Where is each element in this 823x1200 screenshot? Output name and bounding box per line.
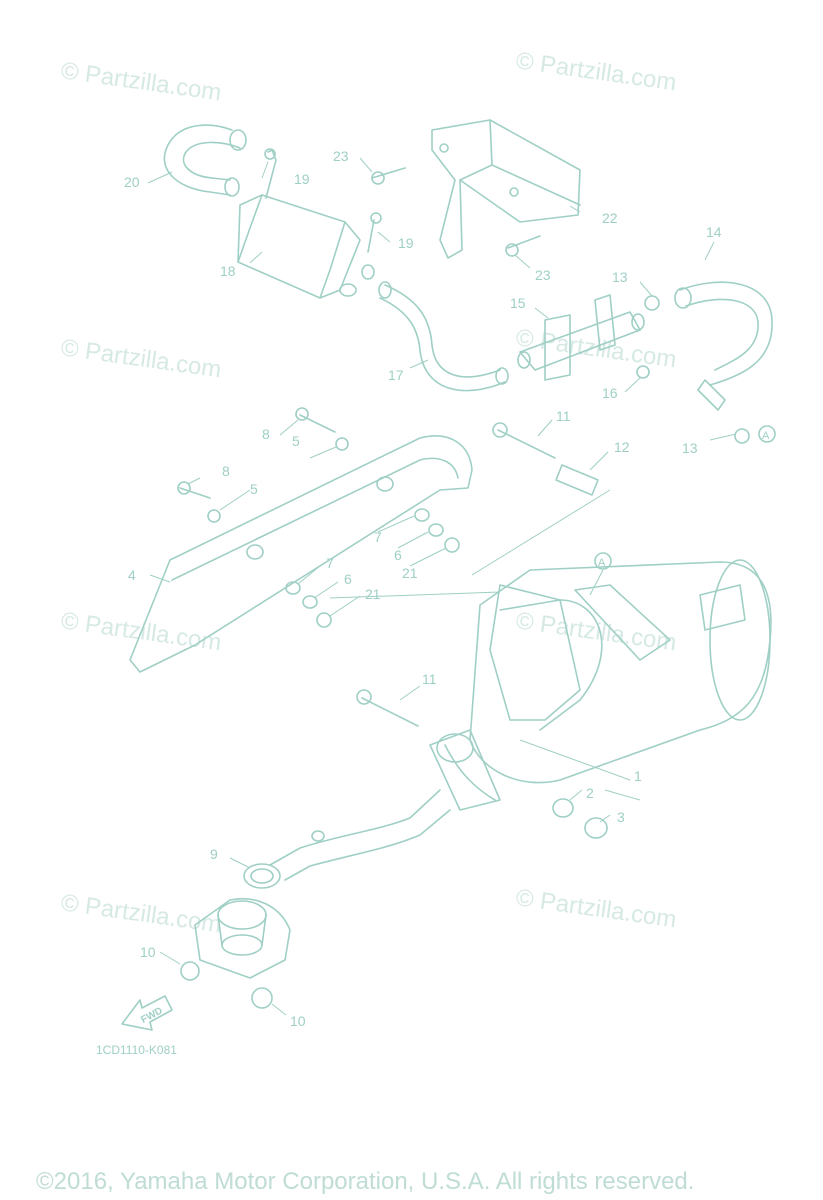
ref-marker-a-label: A bbox=[762, 430, 770, 442]
shield-hardware bbox=[177, 407, 460, 628]
part-1-muffler bbox=[429, 559, 772, 811]
part-9-gasket bbox=[243, 863, 281, 889]
callout-18: 18 bbox=[220, 263, 236, 279]
exhaust-flange bbox=[180, 898, 291, 1009]
part-4-heat-shield bbox=[129, 435, 473, 673]
part-20-hose bbox=[163, 124, 247, 197]
part-17-pipe bbox=[378, 281, 509, 392]
ref-marker-a-label: A bbox=[598, 557, 606, 569]
callout-2: 2 bbox=[586, 785, 594, 801]
callout-13: 13 bbox=[612, 269, 628, 285]
callout-10: 10 bbox=[290, 1013, 306, 1029]
fwd-arrow: FWD bbox=[121, 995, 173, 1031]
part-19-bolts bbox=[264, 148, 382, 253]
part-2-3-collars bbox=[552, 798, 608, 839]
callout-23: 23 bbox=[535, 267, 551, 283]
callout-11: 11 bbox=[556, 408, 571, 424]
callout-numbers: 20 19 19 18 23 23 22 14 13 13 15 17 16 8… bbox=[124, 148, 722, 1029]
callout-7: 7 bbox=[374, 529, 382, 545]
callout-23: 23 bbox=[333, 148, 349, 164]
callout-8: 8 bbox=[262, 426, 270, 442]
part-15-valve bbox=[517, 294, 645, 381]
watermark-text: © Partzilla.com bbox=[514, 884, 678, 933]
callout-6: 6 bbox=[394, 547, 402, 563]
watermark-text: © Partzilla.com bbox=[59, 889, 223, 938]
ref-marker-a: A A bbox=[589, 425, 776, 596]
callout-19: 19 bbox=[398, 235, 414, 251]
part-18-canister bbox=[237, 194, 375, 299]
leader-lines bbox=[147, 157, 737, 1016]
part-14-hose bbox=[674, 281, 773, 411]
callout-20: 20 bbox=[124, 174, 140, 190]
callout-5: 5 bbox=[292, 433, 300, 449]
callout-16: 16 bbox=[602, 385, 618, 401]
watermark-text: © Partzilla.com bbox=[514, 47, 678, 96]
callout-13: 13 bbox=[682, 440, 698, 456]
callout-21: 21 bbox=[402, 565, 418, 581]
part-22-bracket bbox=[431, 119, 581, 259]
part-11-12-bolts bbox=[356, 422, 599, 727]
watermark-text: © Partzilla.com bbox=[59, 334, 223, 383]
callout-22: 22 bbox=[602, 210, 618, 226]
copyright-notice: ©2016, Yamaha Motor Corporation, U.S.A. … bbox=[36, 1168, 694, 1195]
callout-19: 19 bbox=[294, 171, 310, 187]
part-16-fitting bbox=[636, 365, 650, 379]
watermark-text: © Partzilla.com bbox=[514, 607, 678, 656]
fwd-label: FWD bbox=[139, 1005, 164, 1025]
callout-15: 15 bbox=[510, 295, 526, 311]
callout-8: 8 bbox=[222, 463, 230, 479]
exhaust-pipe bbox=[269, 789, 451, 881]
watermark-text: © Partzilla.com bbox=[514, 324, 678, 373]
diagram-code: 1CD1110-K081 bbox=[96, 1043, 177, 1057]
callout-17: 17 bbox=[388, 367, 404, 383]
callout-7: 7 bbox=[326, 555, 334, 571]
callout-3: 3 bbox=[617, 809, 625, 825]
callout-21: 21 bbox=[365, 586, 381, 602]
callout-12: 12 bbox=[614, 439, 630, 455]
part-23-bolts bbox=[371, 167, 541, 257]
callout-5: 5 bbox=[250, 481, 258, 497]
callout-6: 6 bbox=[344, 571, 352, 587]
callout-10: 10 bbox=[140, 944, 156, 960]
callout-4: 4 bbox=[128, 567, 136, 583]
watermark-text: © Partzilla.com bbox=[59, 57, 223, 106]
callout-9: 9 bbox=[210, 846, 218, 862]
callout-14: 14 bbox=[706, 224, 722, 240]
callout-11: 11 bbox=[422, 671, 437, 687]
callout-1: 1 bbox=[634, 768, 642, 784]
